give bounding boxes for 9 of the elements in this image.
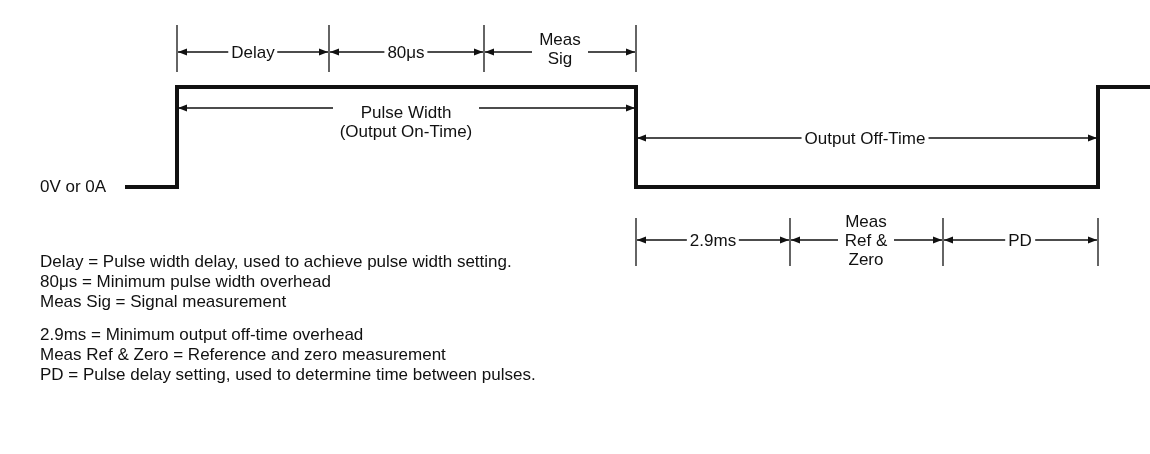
note-text: PD = Pulse delay setting, used to determine time between pulses. <box>40 365 536 384</box>
note-text: Meas Ref & Zero = Reference and zero measurement <box>40 345 446 364</box>
level-label: 0V or 0A <box>40 177 107 196</box>
note-text: 2.9ms = Minimum output off-time overhead <box>40 325 364 344</box>
note-text: Delay = Pulse width delay, used to achieve pulse width setting. <box>40 252 512 271</box>
note-text: Meas Sig = Signal measurement <box>40 292 287 311</box>
interval-label: Meas Sig <box>532 30 588 68</box>
note-text: 80μs = Minimum pulse width overhead <box>40 272 331 291</box>
interval-label: Pulse Width (Output On-Time) <box>333 103 479 141</box>
